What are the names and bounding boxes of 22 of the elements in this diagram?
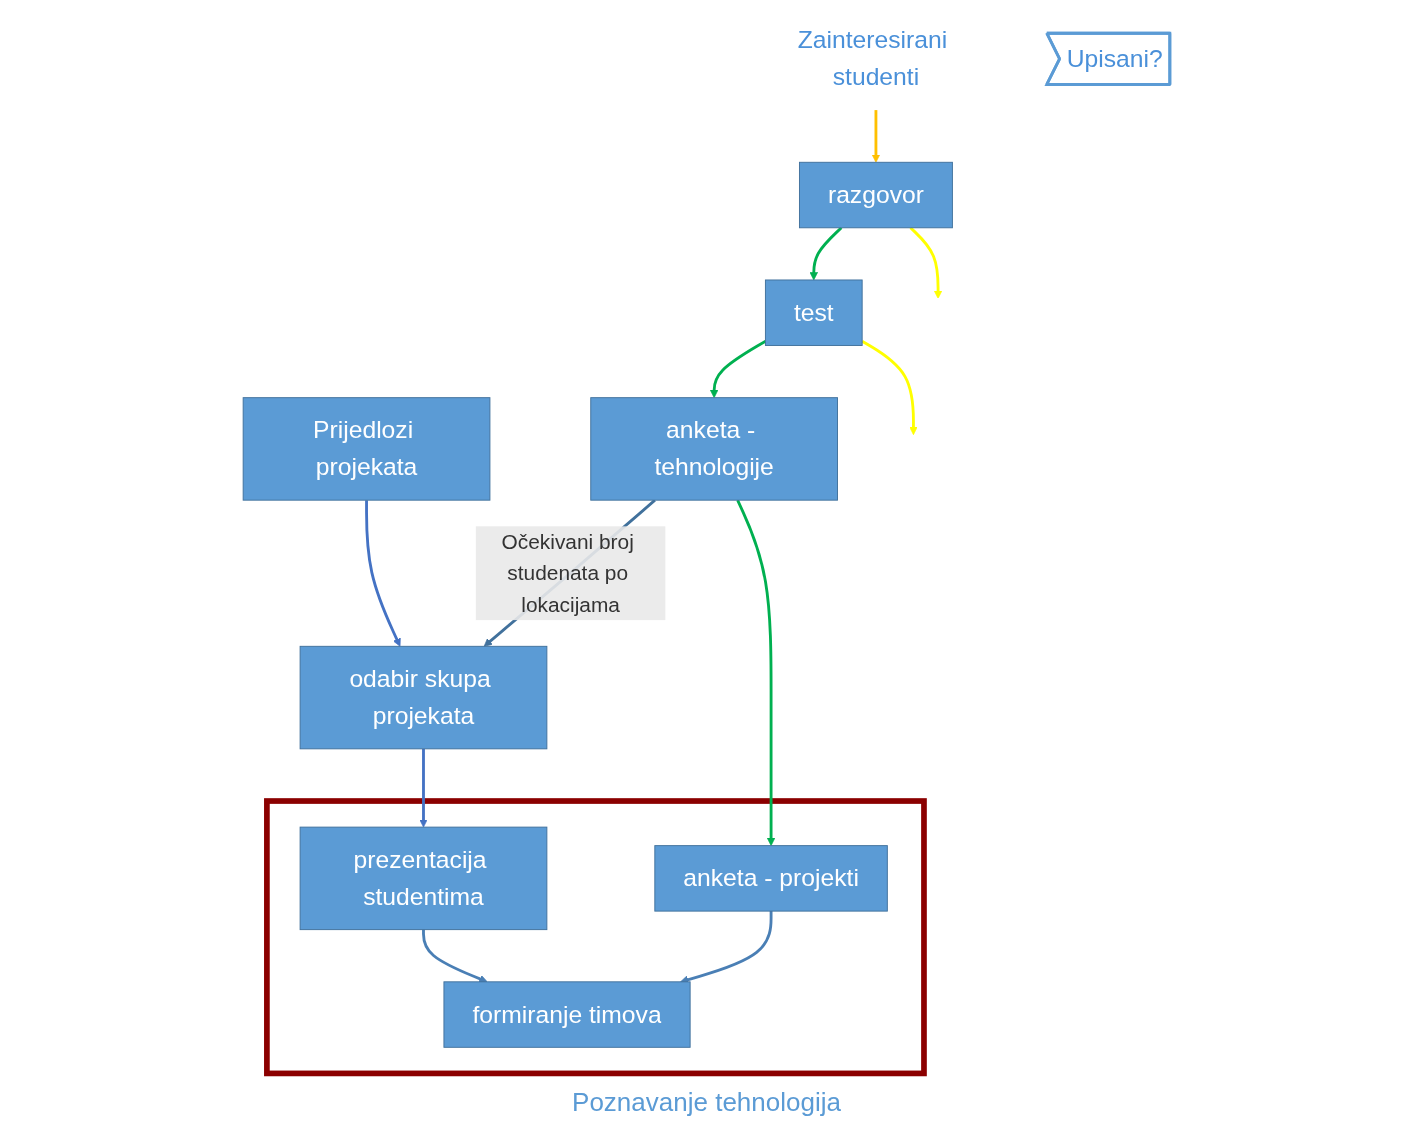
arrow bbox=[861, 340, 918, 436]
node-box: anketa - tehnologije bbox=[590, 397, 838, 501]
cluster bbox=[264, 798, 927, 1077]
arrow bbox=[422, 929, 488, 983]
arrow bbox=[809, 226, 843, 281]
node-box: razgovor bbox=[799, 161, 953, 229]
edge-label: Očekivani broj studenata po lokacijama bbox=[501, 530, 634, 617]
node-box: prezentacija studentima bbox=[299, 826, 548, 931]
arrow bbox=[871, 110, 881, 163]
arrow bbox=[365, 500, 401, 647]
note: Poznavanje tehnologija bbox=[572, 1087, 841, 1118]
node-box: formiranje timova bbox=[443, 981, 691, 1048]
arrow bbox=[680, 911, 773, 984]
arrow bbox=[909, 226, 943, 299]
node-box: test bbox=[764, 279, 863, 346]
node-text: Zainteresirani studenti bbox=[797, 25, 948, 92]
arrow bbox=[419, 748, 428, 828]
arrow bbox=[736, 499, 776, 846]
node-box: odabir skupa projekata bbox=[299, 645, 548, 750]
node-box: anketa - projekti bbox=[654, 845, 888, 912]
node-box: Prijedlozi projekata bbox=[242, 397, 491, 501]
arrow bbox=[709, 340, 767, 399]
